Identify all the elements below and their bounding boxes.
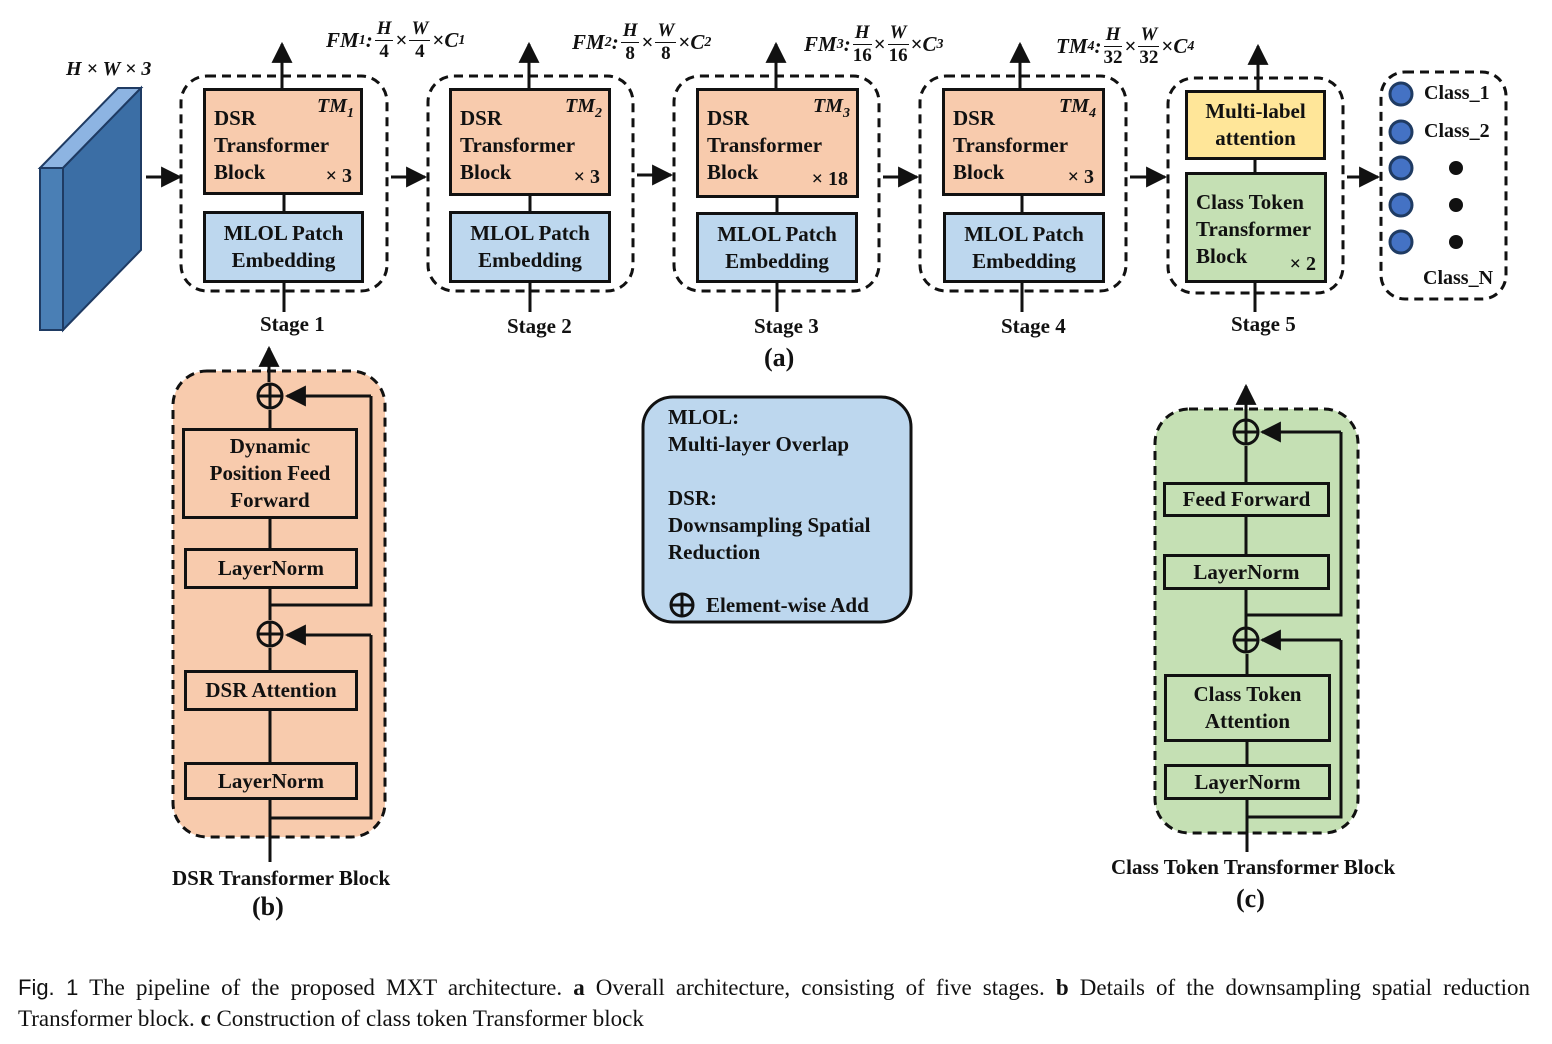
ct-add-node [1232,418,1260,654]
stage-3-dsr-block: DSR Transformer Block TM3 × 18 [696,88,859,198]
class-1-label: Class_1 [1424,82,1490,104]
legend-dsr-full-1: Downsampling Spatial [668,513,871,537]
input-tensor [37,85,144,333]
stage-1-dsr-block: DSR Transformer Block TM1 × 3 [203,88,363,195]
caption-a: a [573,975,585,1000]
multi-label-attention-block: Multi-label attention [1185,90,1326,160]
flow-arrows [146,164,1381,188]
ct-block-title: Class Token Transformer Block [1111,855,1396,879]
stage-3-dsr-label: DSR Transformer Block [707,106,822,184]
class-n-label: Class_N [1423,267,1494,289]
legend-box [641,395,913,624]
class-2-label: Class_2 [1424,120,1490,142]
ct-ffn-block: Feed Forward [1163,482,1330,517]
caption-text-1: The pipeline of the proposed MXT archite… [78,975,574,1000]
stage-1-tm-label: TM1 [317,95,354,121]
stage-4-container [918,74,1128,293]
stage-output-arrows [271,41,1269,90]
dsr-layernorm-2: LayerNorm [184,762,358,800]
caption-text-4: Construction of class token Transformer … [210,1006,644,1031]
stage-4-label: Stage 4 [1001,314,1066,338]
dsr-block-title: DSR Transformer Block [172,866,391,890]
stage-4-embedding: MLOL Patch Embedding [943,212,1105,283]
ct-block-wiring [1244,432,1343,852]
stage-5-ct-block: Class Token Transformer Block × 2 [1185,172,1327,283]
stage-1-dsr-label: DSR Transformer Block [214,106,329,184]
dsr-add-node [256,382,284,648]
dsr-layernorm-1: LayerNorm [184,548,358,589]
stage-3-tm-label: TM3 [813,95,850,121]
stage-3-label: Stage 3 [754,314,819,338]
class-node-1 [1388,81,1414,107]
add-legend-icon [669,592,695,618]
panel-a-label: (a) [764,343,795,372]
class-node-2 [1388,119,1414,145]
stage-4-tm-label: TM4 [1059,95,1096,121]
legend-dsr-full-2: Reduction [668,540,761,564]
ct-layernorm-1: LayerNorm [1163,554,1330,590]
class-node-4 [1388,192,1414,218]
legend-dsr-abbr: DSR: [668,486,718,510]
caption-fig-number: Fig. 1 [18,975,79,1000]
stage-4-repeat: × 3 [1067,166,1094,188]
stage-4-dsr-label: DSR Transformer Block [953,106,1068,184]
dsr-ffn-block: Dynamic Position Feed Forward [182,428,358,519]
stage-3-repeat: × 18 [811,168,848,190]
stage-5-repeat: × 2 [1289,253,1316,275]
ct-layernorm-2: LayerNorm [1164,764,1331,800]
caption-c: c [200,1006,211,1031]
stage-2-repeat: × 3 [573,166,600,188]
stage-2-label: Stage 2 [507,314,572,338]
dsr-block-wiring [268,396,373,862]
caption-b: b [1055,975,1069,1000]
legend-add: Element-wise Add [706,593,869,617]
caption-text-2: Overall architecture, consisting of five… [584,975,1056,1000]
stage-1-label: Stage 1 [260,312,325,336]
panel-c-label: (c) [1236,884,1265,913]
input-shape-label: H × W × 3 [66,58,152,80]
legend-mlol-full: Multi-layer Overlap [668,432,849,456]
caption-text-3: Details of the downsampling spatial redu… [18,975,1531,1031]
stage-1-container [179,74,389,293]
dsr-attention-block: DSR Attention [184,670,358,711]
stage-1-repeat: × 3 [325,165,352,187]
stage-2-tm-label: TM2 [565,95,602,121]
panel-b-label: (b) [252,892,284,921]
stage-5-label: Stage 5 [1231,312,1296,336]
class-node-5 [1388,229,1414,255]
class-output-nodes [1388,81,1414,255]
class-node-3 [1388,155,1414,181]
stage-5-ct-label: Class Token Transformer Block [1196,190,1311,268]
ct-attention-block: Class Token Attention [1164,674,1331,742]
stage-connectors [282,160,1257,312]
classes-container [1379,70,1508,301]
ellipsis-dots [1449,161,1463,249]
stage-2-embedding: MLOL Patch Embedding [449,211,611,283]
stage-2-dsr-label: DSR Transformer Block [460,106,575,184]
stage-2-dsr-block: DSR Transformer Block TM2 × 3 [449,88,611,196]
figure-caption: Fig. 1 The pipeline of the proposed MXT … [18,972,1530,1034]
stage-4-dsr-block: DSR Transformer Block TM4 × 3 [942,88,1105,196]
stage-3-embedding: MLOL Patch Embedding [696,212,858,283]
legend-mlol-abbr: MLOL: [668,405,740,429]
stage-1-embedding: MLOL Patch Embedding [203,211,364,283]
